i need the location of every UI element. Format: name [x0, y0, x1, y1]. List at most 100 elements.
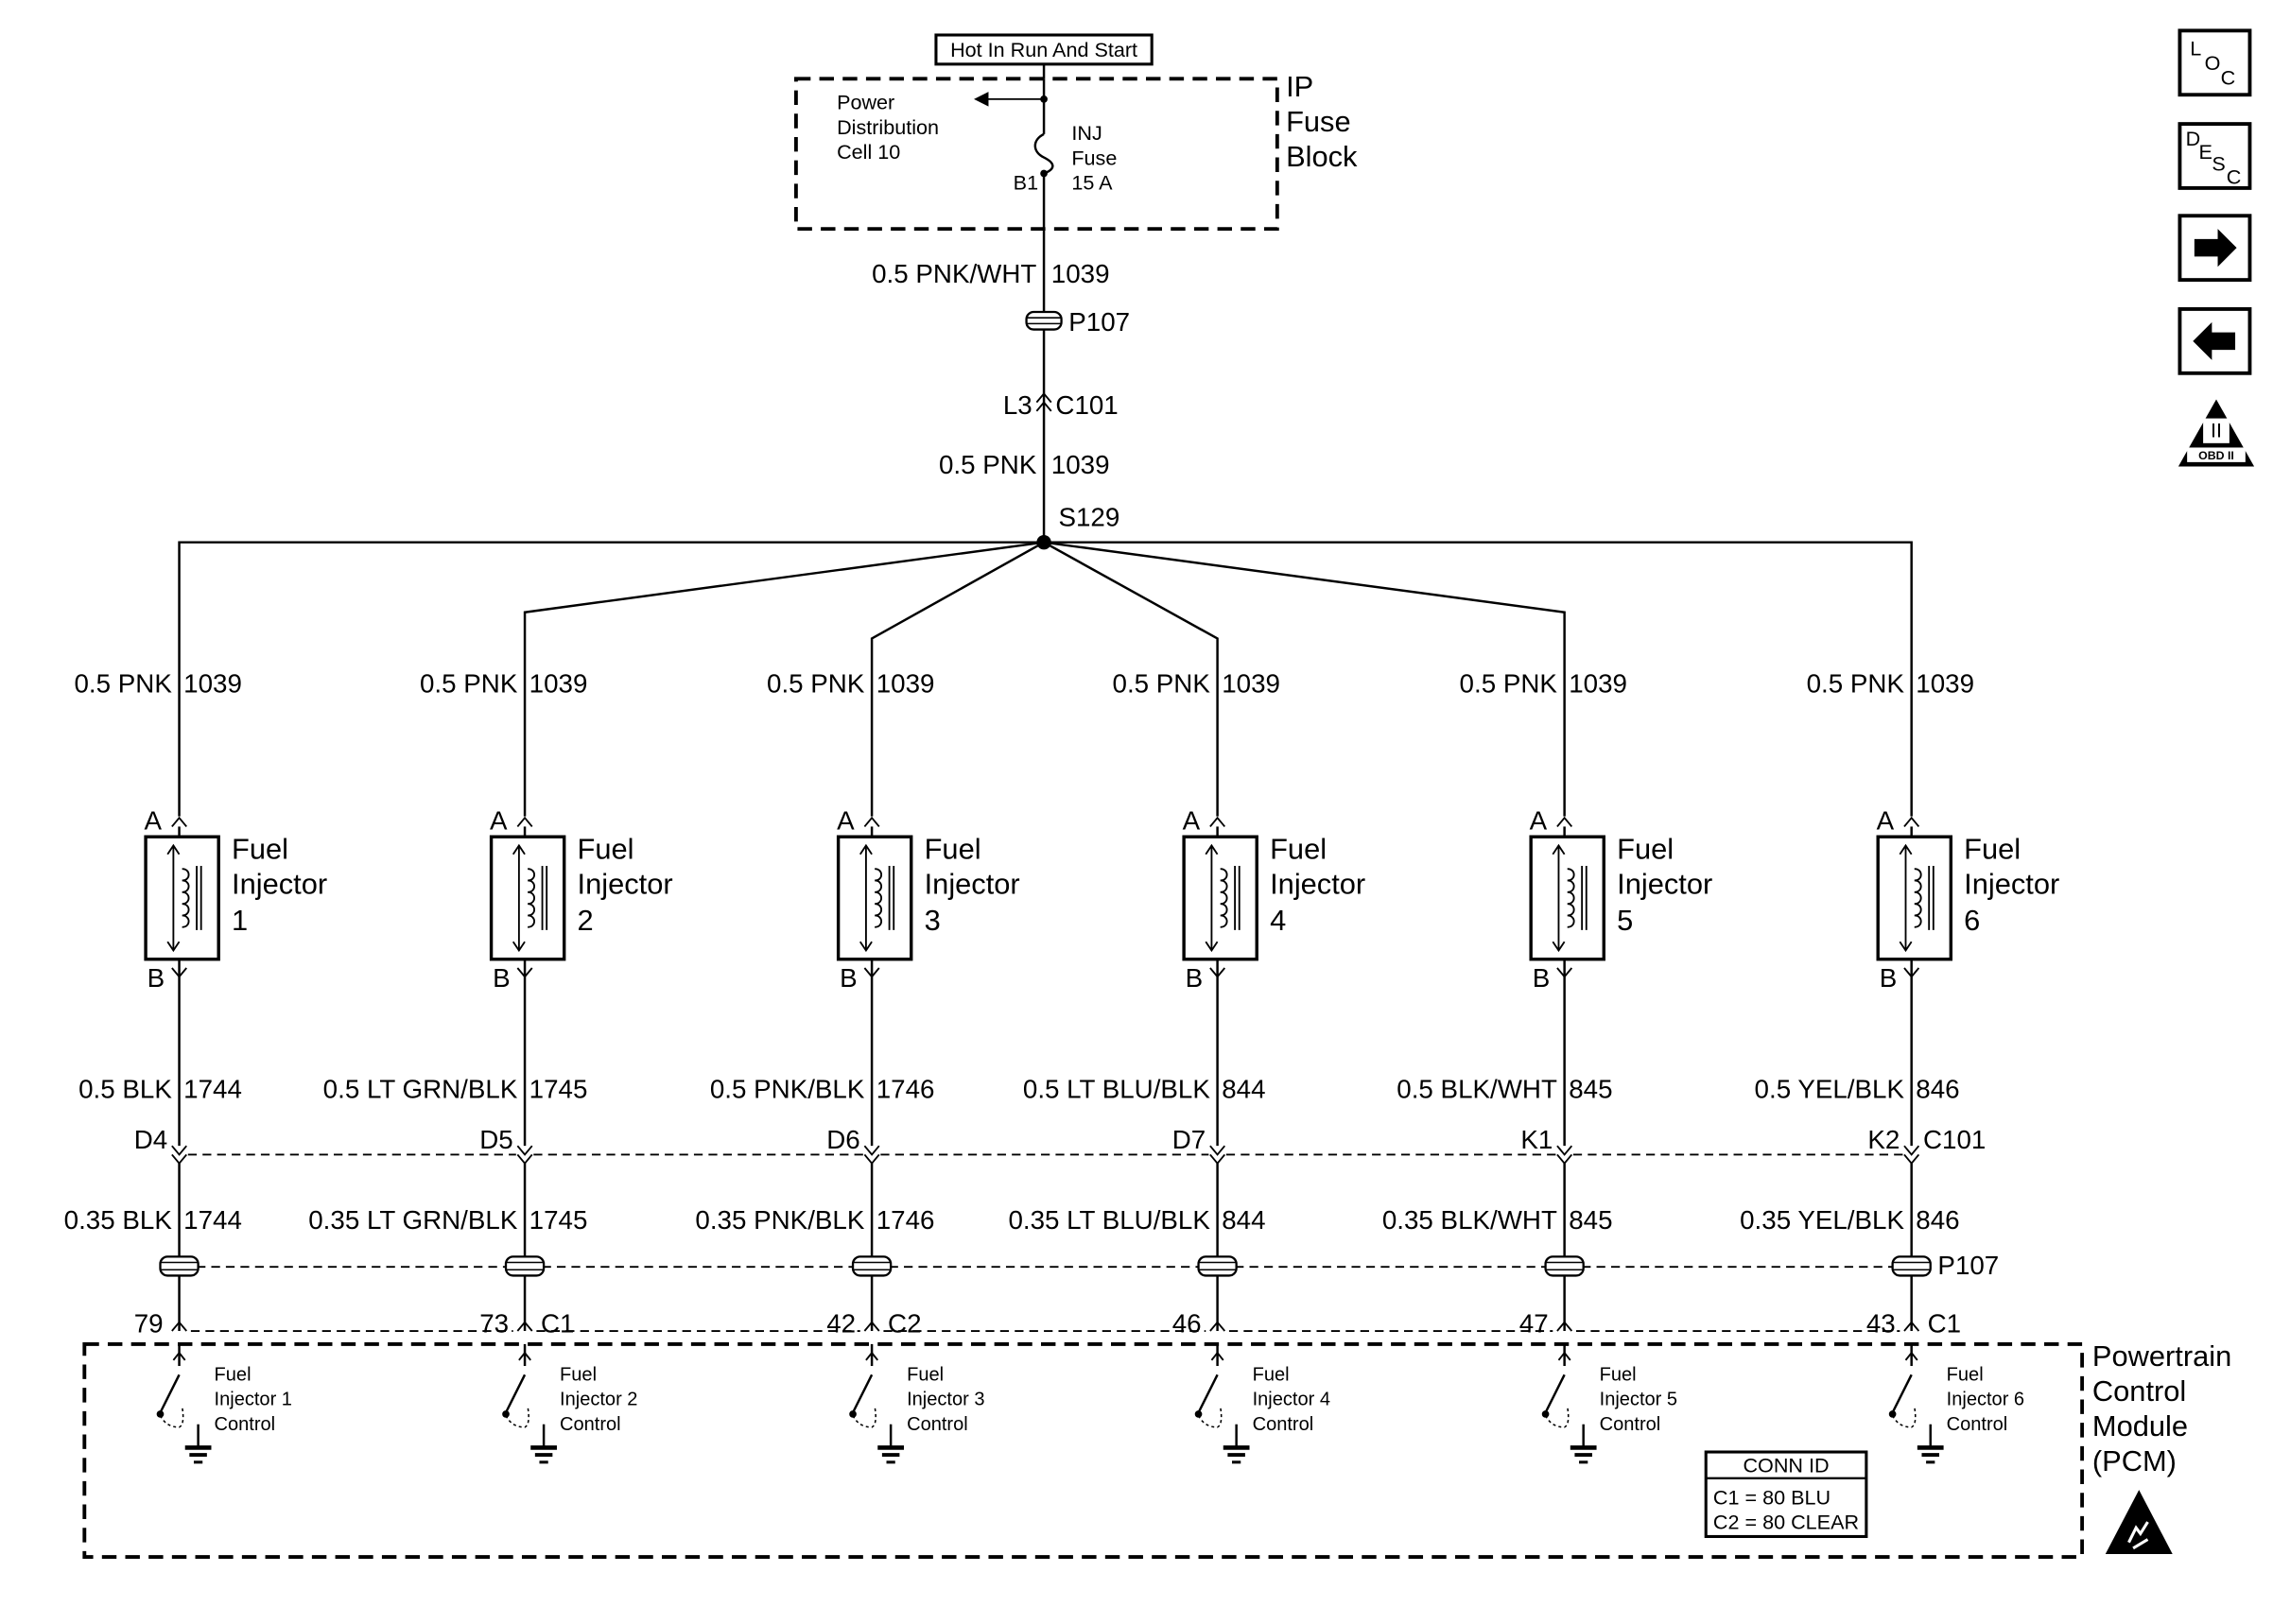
splice-branches: [178, 541, 1913, 817]
pcm-pin: 47: [1519, 1309, 1549, 1339]
left-arrow-icon: [2193, 321, 2236, 360]
branch-wire-circuit: 1039: [1222, 669, 1280, 699]
pin-b-label: B: [147, 963, 165, 993]
pcm-wire-color: 0.35 PNK/BLK: [695, 1205, 864, 1235]
loc-button-o: O: [2205, 51, 2221, 75]
inj-fuse-label-3: 15 A: [1071, 170, 1113, 194]
fuel-injector-6-body: [1876, 835, 1953, 961]
p107-pass-through-feed: [1025, 310, 1063, 331]
injector-number: 3: [925, 904, 941, 937]
injector-wire-color: 0.5 YEL/BLK: [1755, 1074, 1905, 1103]
pcm-control-label-1: Fuel: [215, 1364, 252, 1385]
branch-wire-circuit: 1039: [1569, 669, 1627, 699]
pin-b-label: B: [1186, 963, 1204, 993]
obd-ii-icon[interactable]: II OBD II: [2178, 399, 2255, 467]
injector-name-1: Fuel: [1270, 832, 1327, 865]
conn-id-row-1: C1 = 80 BLU: [1713, 1486, 1831, 1510]
power-distribution-label-3: Cell 10: [837, 140, 900, 164]
pcm-control-label-3: Control: [560, 1414, 621, 1435]
injector-number: 1: [232, 904, 248, 937]
injector-name-1: Fuel: [1964, 832, 2021, 865]
fuse-terminal-b1: B1: [1014, 170, 1038, 194]
injector-number: 5: [1617, 904, 1633, 937]
pcm-wire-color: 0.35 LT BLU/BLK: [1008, 1205, 1210, 1235]
pcm-control-label-1: Fuel: [907, 1364, 944, 1385]
desc-button-s: S: [2212, 151, 2225, 175]
loc-button-l: L: [2190, 37, 2201, 60]
pin-b-label: B: [1533, 963, 1551, 993]
pin-a-label: A: [1183, 806, 1201, 836]
pcm-wire-color: 0.35 BLK: [64, 1205, 173, 1235]
injector-name-2: Injector: [1964, 867, 2059, 900]
pcm-box: [82, 1341, 2085, 1559]
pcm-control-label-1: Fuel: [560, 1364, 597, 1385]
branch-wire-color: 0.5 PNK: [767, 669, 865, 699]
inj-fuse-label-2: Fuse: [1071, 146, 1117, 169]
feed-wire-color-1: 0.5 PNK/WHT: [872, 259, 1036, 288]
loc-button[interactable]: L O C: [2178, 28, 2252, 97]
desc-button-d: D: [2186, 127, 2201, 150]
pcm-connector: C1: [1928, 1309, 1961, 1339]
c101-connector-feed: [1035, 391, 1052, 412]
pcm-wire-circuit: 845: [1569, 1205, 1612, 1235]
injector-name-2: Injector: [1270, 867, 1365, 900]
obd-ii-text: OBD II: [2198, 449, 2234, 462]
injector-name-2: Injector: [232, 867, 327, 900]
conn-id-table: [1704, 1450, 1868, 1539]
next-arrow-button[interactable]: [2178, 214, 2252, 283]
injector-number: 4: [1270, 904, 1286, 937]
injector-wire-circuit: 1745: [529, 1074, 588, 1103]
injector-name-1: Fuel: [232, 832, 288, 865]
power-distribution-label-2: Distribution: [837, 115, 939, 139]
injector-wire-circuit: 844: [1222, 1074, 1265, 1103]
injector-name-2: Injector: [925, 867, 1020, 900]
ip-fuse-block-title-3: Block: [1286, 140, 1358, 173]
conn-id-row-2: C2 = 80 CLEAR: [1713, 1511, 1859, 1534]
branch-wire-color: 0.5 PNK: [1460, 669, 1558, 699]
pcm-control-label-2: Injector 4: [1253, 1390, 1330, 1410]
pcm-wire-color: 0.35 YEL/BLK: [1740, 1205, 1904, 1235]
injector-name-1: Fuel: [578, 832, 634, 865]
fuel-injector-2-body: [489, 835, 566, 961]
c101-pin: K2: [1867, 1125, 1900, 1154]
pin-a-label: A: [1877, 806, 1895, 836]
pcm-control-label-3: Control: [907, 1414, 968, 1435]
pcm-pin: 73: [479, 1309, 509, 1339]
pcm-label-1: Powertrain: [2092, 1339, 2231, 1373]
loc-button-c: C: [2221, 65, 2236, 89]
injector-wire-circuit: 1746: [876, 1074, 935, 1103]
pcm-wire-circuit: 844: [1222, 1205, 1265, 1235]
c101-pin: D7: [1172, 1125, 1206, 1154]
prev-arrow-button[interactable]: [2178, 307, 2252, 375]
pcm-wire-color: 0.35 BLK/WHT: [1382, 1205, 1557, 1235]
pcm-control-label-1: Fuel: [1600, 1364, 1637, 1385]
pin-a-label: A: [145, 806, 163, 836]
c101-pin: D6: [826, 1125, 859, 1154]
pin-b-label: B: [493, 963, 511, 993]
connector-dashed-rows: [187, 1153, 1903, 1332]
desc-button-e: E: [2198, 140, 2212, 164]
conn-id-title: CONN ID: [1743, 1454, 1829, 1477]
c101-pin-l3: L3: [1003, 390, 1032, 420]
injector-wire-color: 0.5 BLK: [78, 1074, 172, 1103]
pcm-control-label-2: Injector 6: [1947, 1390, 2024, 1410]
pcm-control-label-3: Control: [215, 1414, 276, 1435]
pcm-control-label-2: Injector 5: [1600, 1390, 1677, 1410]
pcm-wire-circuit: 1745: [529, 1205, 588, 1235]
branch-wire-circuit: 1039: [183, 669, 242, 699]
inj-fuse-label-1: INJ: [1071, 121, 1102, 145]
injector-name-1: Fuel: [1617, 832, 1674, 865]
desc-button-c: C: [2227, 164, 2242, 188]
pcm-wire-circuit: 1744: [183, 1205, 242, 1235]
desc-button[interactable]: D E S C: [2178, 122, 2252, 190]
pin-b-label: B: [840, 963, 858, 993]
fuel-injector-3-body: [836, 835, 913, 961]
branch-wire-circuit: 1039: [1916, 669, 1974, 699]
